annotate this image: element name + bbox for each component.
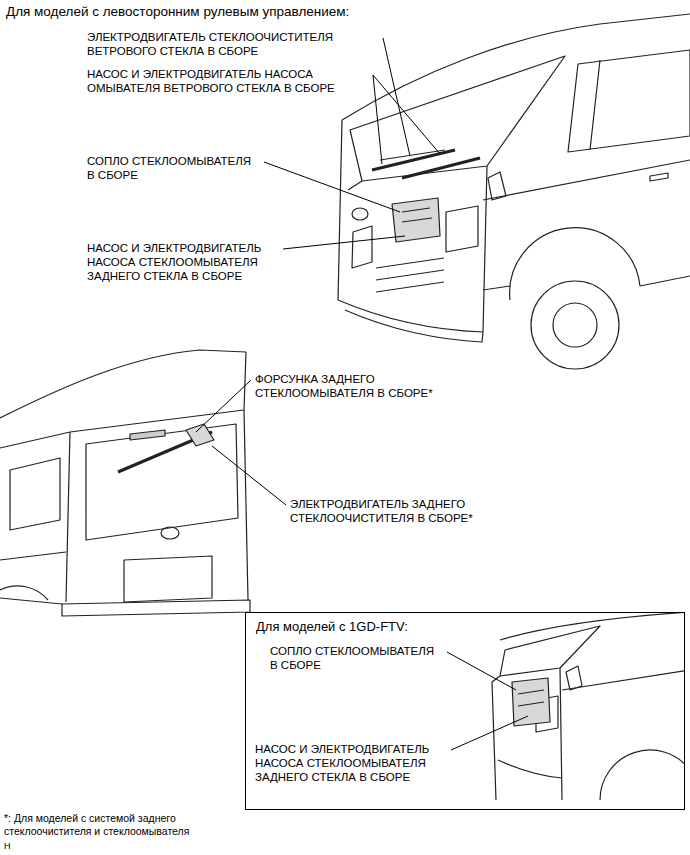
van-front-corner-part xyxy=(560,668,562,800)
van-front-corner-part xyxy=(500,613,684,640)
van-front-view-part xyxy=(348,181,362,190)
van-front-view-part xyxy=(352,226,372,268)
van-rear-view-part xyxy=(0,552,66,560)
van-rear-view-part xyxy=(0,350,246,418)
leader-line xyxy=(451,716,528,750)
page-mark: H xyxy=(4,841,24,852)
van-front-corner xyxy=(492,613,684,800)
van-front-view-part xyxy=(640,276,690,286)
van-front-view-part xyxy=(402,158,480,178)
van-rear-view-part xyxy=(10,458,60,530)
leader-line xyxy=(383,38,410,156)
van-rear-view-part xyxy=(130,430,165,440)
van-front-corner-part xyxy=(500,626,600,676)
van-rear-view-part xyxy=(70,352,246,432)
van-rear-view-part xyxy=(0,586,48,600)
footnote: *: Для моделей с системой заднего стекло… xyxy=(4,812,219,837)
van-front-view-part xyxy=(488,172,506,200)
van-front-view-part xyxy=(510,228,640,300)
van-front-view-part xyxy=(376,282,444,292)
van-front-view-part xyxy=(483,286,510,290)
part-label: ФОРСУНКА ЗАДНЕГО СТЕКЛООМЫВАТЕЛЯ В СБОРЕ… xyxy=(255,373,451,401)
van-rear-view-part xyxy=(186,424,214,446)
inset-panel: Для моделей с 1GD-FTV: СОПЛО СТЕКЛООМЫВАТ… xyxy=(245,612,685,810)
van-front-view-part xyxy=(376,258,444,268)
van-rear-view-part xyxy=(0,598,62,604)
leader-line xyxy=(283,236,405,249)
van-front-view-part xyxy=(338,120,342,300)
van-front-corner-part xyxy=(498,760,562,778)
part-label: НАСОС И ЭЛЕКТРОДВИГАТЕЛЬ НАСОСА ОМЫВАТЕЛ… xyxy=(87,68,369,96)
van-front-corner-part xyxy=(492,676,500,800)
van-rear-view-part xyxy=(86,424,238,540)
van-rear-view-part xyxy=(66,432,70,602)
leader-line xyxy=(373,75,382,164)
van-rear-view-part xyxy=(124,556,212,602)
leader-line xyxy=(373,75,440,154)
van-front-view-part xyxy=(590,60,600,150)
part-label: НАСОС И ЭЛЕКТРОДВИГАТЕЛЬ НАСОСА СТЕКЛООМ… xyxy=(255,743,447,784)
van-front-view-part xyxy=(446,206,478,252)
part-label: СОПЛО СТЕКЛООМЫВАТЕЛЯ В СБОРЕ xyxy=(87,155,260,183)
van-front-view-part xyxy=(350,56,565,181)
van-front-view-part xyxy=(650,173,668,181)
van-front-view-part xyxy=(531,281,619,369)
van-front-view-part xyxy=(483,166,487,332)
van-front-view-part xyxy=(345,310,483,342)
van-front-view-part xyxy=(376,270,444,280)
van-rear-view-part xyxy=(244,410,248,600)
van-front-corner-part xyxy=(566,666,582,690)
van-front-view-part xyxy=(342,14,690,120)
van-front-view xyxy=(338,14,690,369)
part-label: ЭЛЕКТРОДВИГАТЕЛЬ ЗАДНЕГО СТЕКЛООЧИСТИТЕЛ… xyxy=(290,498,492,526)
part-label: СОПЛО СТЕКЛООМЫВАТЕЛЯ В СБОРЕ xyxy=(270,645,443,673)
leader-line xyxy=(264,162,400,212)
leader-line xyxy=(447,652,516,690)
van-front-view-part xyxy=(352,208,368,220)
van-front-view-part xyxy=(568,50,690,152)
van-front-view-part xyxy=(380,150,445,160)
van-front-corner-part xyxy=(600,750,684,800)
van-rear-view xyxy=(0,350,250,616)
van-front-corner-part xyxy=(518,690,544,706)
van-rear-view-part xyxy=(0,432,70,448)
van-front-view-part xyxy=(392,198,440,242)
heading: Для моделей с левосторонним рулевым упра… xyxy=(6,4,606,20)
part-label: НАСОС И ЭЛЕКТРОДВИГАТЕЛЬ НАСОСА СТЕКЛООМ… xyxy=(87,242,279,283)
van-front-view-part xyxy=(553,303,597,347)
leader-line xyxy=(196,380,251,432)
leader-line xyxy=(212,446,286,505)
van-front-view-part xyxy=(402,208,432,222)
van-rear-view-part xyxy=(62,600,250,616)
part-label: ЭЛЕКТРОДВИГАТЕЛЬ СТЕКЛООЧИСТИТЕЛЯ ВЕТРОВ… xyxy=(87,31,379,59)
van-rear-view-part xyxy=(161,527,179,539)
inset-heading: Для моделей с 1GD-FTV: xyxy=(256,619,556,635)
van-front-view-part xyxy=(483,160,690,200)
van-front-corner-part xyxy=(512,678,550,726)
